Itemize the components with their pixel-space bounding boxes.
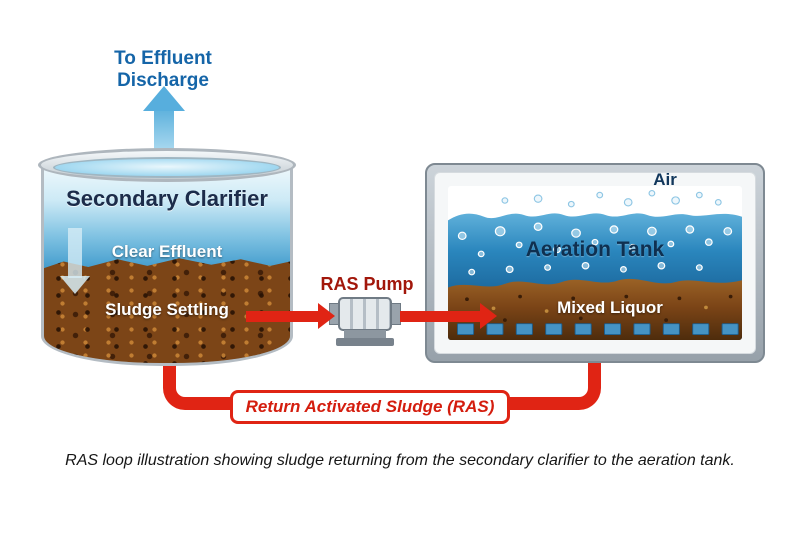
pump-to-aeration-arrowhead-icon bbox=[480, 303, 497, 329]
bubbles-group bbox=[457, 222, 733, 276]
clear-effluent-label: Clear Effluent bbox=[111, 242, 223, 261]
settling-down-arrow-icon bbox=[68, 228, 82, 278]
mixed-liquor-label: Mixed Liquor bbox=[557, 298, 663, 317]
clarifier-to-pump-arrow-icon bbox=[246, 311, 318, 322]
ras-pump-label: RAS Pump bbox=[320, 274, 414, 294]
pump-base bbox=[344, 330, 386, 339]
aeration-tank-title: Aeration Tank bbox=[525, 238, 665, 261]
diagram-caption: RAS loop illustration showing sludge ret… bbox=[65, 452, 735, 469]
diffusers-group bbox=[457, 323, 739, 336]
aeration-tank bbox=[425, 163, 765, 363]
secondary-clarifier-tank: Secondary Clarifier Clear Effluent Sludg… bbox=[38, 148, 296, 366]
effluent-up-arrow-head-icon bbox=[143, 86, 185, 111]
aeration-tank-inner-wall bbox=[434, 172, 756, 354]
clarifier-body bbox=[41, 166, 293, 366]
pump-to-aeration-arrow-icon bbox=[400, 311, 480, 322]
air-label: Air bbox=[653, 170, 677, 189]
effluent-up-arrow-icon bbox=[154, 110, 174, 150]
effluent-discharge-label: To Effluent Discharge bbox=[114, 48, 212, 91]
sludge-speckles-group bbox=[465, 294, 733, 322]
ras-loop-label: Return Activated Sludge (RAS) bbox=[245, 397, 495, 416]
clarifier-to-pump-arrowhead-icon bbox=[318, 303, 335, 329]
clarifier-title: Secondary Clarifier bbox=[66, 186, 268, 211]
pump-icon bbox=[338, 297, 392, 331]
ras-loop-label-box: Return Activated Sludge (RAS) bbox=[230, 390, 510, 424]
clarifier-rim bbox=[38, 148, 296, 182]
surface-bubbles-group bbox=[501, 189, 722, 208]
aeration-water-svg bbox=[448, 189, 742, 340]
settling-down-arrow-head-icon bbox=[60, 276, 90, 294]
pump-feet bbox=[336, 338, 394, 346]
clarifier-rim-water bbox=[53, 157, 281, 178]
clarifier-sludge-layer bbox=[44, 258, 290, 363]
sludge-settling-label: Sludge Settling bbox=[105, 300, 229, 319]
aeration-water-graphic bbox=[448, 186, 742, 340]
